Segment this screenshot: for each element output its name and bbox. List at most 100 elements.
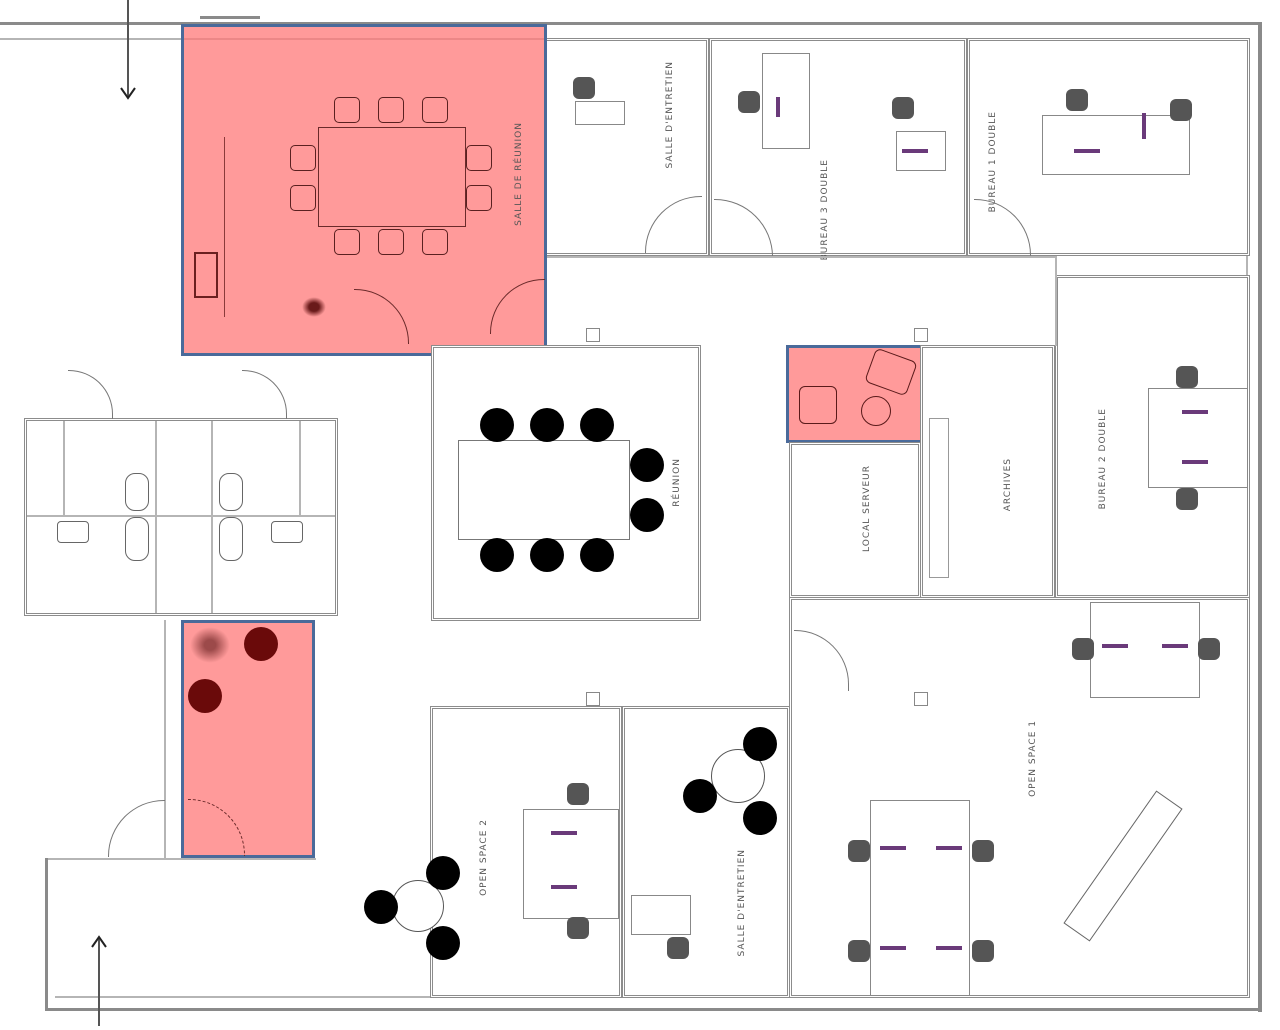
office-chair bbox=[1170, 99, 1192, 121]
room-salle-entretien-2[interactable]: SALLE D'ENTRETIEN bbox=[622, 706, 790, 998]
monitor bbox=[1074, 149, 1100, 153]
room-label: BUREAU 3 DOUBLE bbox=[820, 159, 830, 261]
monitor bbox=[880, 946, 906, 950]
room-label: BUREAU 1 DOUBLE bbox=[988, 111, 998, 213]
door-arc bbox=[490, 279, 545, 334]
room-bureau-3-double[interactable]: BUREAU 3 DOUBLE bbox=[709, 38, 967, 260]
pillar bbox=[586, 328, 600, 342]
meeting-table bbox=[458, 440, 630, 540]
chair bbox=[334, 97, 360, 123]
monitor bbox=[902, 149, 928, 153]
door-arc bbox=[794, 630, 849, 691]
chair bbox=[422, 229, 448, 255]
toilet-icon bbox=[125, 473, 149, 511]
office-chair bbox=[1072, 638, 1094, 660]
partition bbox=[211, 421, 213, 613]
desk bbox=[523, 809, 619, 919]
room-label: SALLE DE RÉUNION bbox=[514, 122, 524, 226]
room-open-space-1[interactable]: OPEN SPACE 1 bbox=[789, 597, 1250, 998]
room-reunion[interactable]: RÉUNION bbox=[431, 345, 701, 621]
office-chair bbox=[1176, 366, 1198, 388]
desk bbox=[1042, 115, 1190, 175]
chair bbox=[480, 408, 514, 442]
entrance-arrow-top bbox=[118, 0, 138, 100]
chair bbox=[580, 408, 614, 442]
door-frame-top bbox=[200, 16, 260, 19]
monitor bbox=[1182, 460, 1208, 464]
office-chair bbox=[567, 917, 589, 939]
partition bbox=[299, 421, 301, 515]
chair bbox=[378, 229, 404, 255]
lounge-table-open-space-2 bbox=[392, 880, 444, 932]
stool-icon bbox=[188, 679, 222, 713]
desk bbox=[575, 101, 625, 125]
corridor-wall bbox=[48, 858, 316, 860]
chair bbox=[743, 801, 777, 835]
partition bbox=[155, 421, 157, 613]
toilet-icon bbox=[219, 517, 243, 561]
shelf bbox=[929, 418, 949, 578]
door-arc bbox=[242, 370, 287, 419]
room-bureau-1-double[interactable]: BUREAU 1 DOUBLE bbox=[967, 38, 1250, 256]
room-local-serveur[interactable]: LOCAL SERVEUR bbox=[789, 442, 921, 598]
room-archives[interactable]: ARCHIVES bbox=[920, 345, 1055, 598]
door-arc bbox=[645, 196, 702, 253]
entrance-arrow-bottom bbox=[89, 935, 109, 1026]
plant-icon bbox=[302, 297, 326, 317]
chair bbox=[480, 538, 514, 572]
room-salle-entretien-1[interactable]: SALLE D'ENTRETIEN bbox=[547, 38, 709, 256]
stool-icon bbox=[244, 627, 278, 661]
long-table bbox=[1063, 790, 1183, 942]
desk bbox=[870, 800, 970, 996]
corridor-wall bbox=[547, 256, 1057, 258]
room-bureau-2-double[interactable]: BUREAU 2 DOUBLE bbox=[1055, 275, 1250, 598]
kitchen-counter bbox=[184, 137, 225, 317]
corridor-wall bbox=[1055, 256, 1057, 346]
sink-icon bbox=[271, 521, 303, 543]
room-label: ARCHIVES bbox=[1003, 458, 1013, 512]
sink-icon bbox=[57, 521, 89, 543]
chair bbox=[426, 856, 460, 890]
door-arc bbox=[108, 800, 165, 857]
office-chair bbox=[738, 91, 760, 113]
office-chair bbox=[848, 940, 870, 962]
door-arc bbox=[974, 199, 1031, 256]
highlighted-lounge-nook[interactable] bbox=[786, 345, 928, 443]
chair bbox=[466, 145, 492, 171]
door-arc bbox=[354, 289, 409, 344]
office-chair bbox=[567, 783, 589, 805]
monitor bbox=[776, 97, 780, 117]
building-wall-bottom bbox=[45, 1008, 1262, 1011]
chair bbox=[466, 185, 492, 211]
office-chair bbox=[848, 840, 870, 862]
partition bbox=[63, 421, 65, 515]
room-label: OPEN SPACE 2 bbox=[479, 819, 489, 896]
chair bbox=[743, 727, 777, 761]
monitor bbox=[1142, 113, 1146, 139]
chair bbox=[630, 498, 664, 532]
office-chair bbox=[1066, 89, 1088, 111]
desk bbox=[1148, 388, 1248, 488]
desk bbox=[1090, 602, 1200, 698]
monitor bbox=[551, 831, 577, 835]
monitor bbox=[1102, 644, 1128, 648]
chair bbox=[580, 538, 614, 572]
room-open-space-2[interactable]: OPEN SPACE 2 bbox=[430, 706, 622, 998]
highlighted-entry-nook[interactable] bbox=[181, 620, 315, 858]
office-chair bbox=[892, 97, 914, 119]
door-arc bbox=[714, 199, 773, 258]
restrooms-block bbox=[24, 418, 338, 616]
room-salle-de-reunion[interactable]: SALLE DE RÉUNION bbox=[181, 24, 547, 356]
plant-icon bbox=[190, 627, 230, 663]
chair bbox=[334, 229, 360, 255]
corridor-wall bbox=[164, 620, 166, 858]
building-wall-top bbox=[0, 22, 1262, 25]
chair bbox=[378, 97, 404, 123]
pillar bbox=[586, 692, 600, 706]
pillar bbox=[914, 692, 928, 706]
sink-icon bbox=[194, 252, 218, 298]
armchair-icon bbox=[799, 386, 837, 424]
monitor bbox=[1162, 644, 1188, 648]
pillar bbox=[914, 328, 928, 342]
chair bbox=[683, 779, 717, 813]
